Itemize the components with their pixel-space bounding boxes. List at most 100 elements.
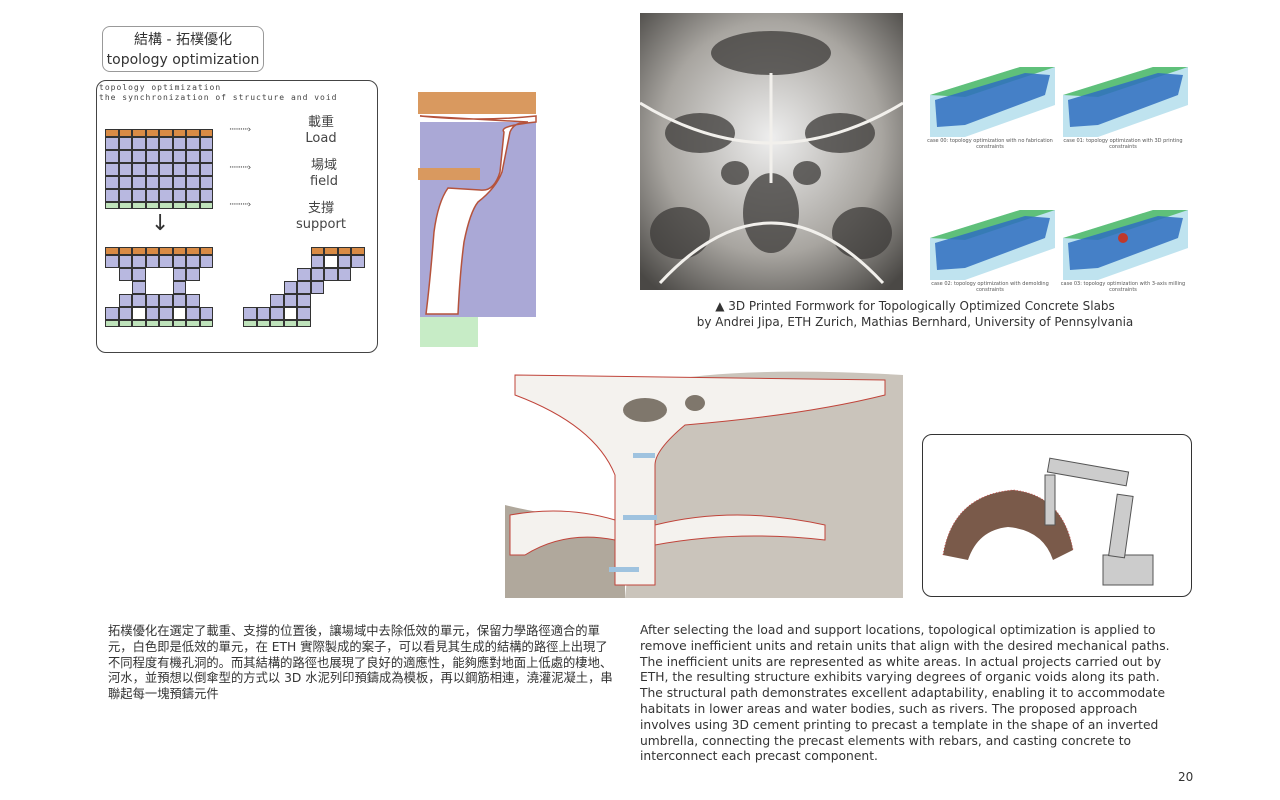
grid-cell — [186, 247, 200, 255]
grid-cell — [283, 307, 297, 320]
grid-cell — [337, 268, 351, 281]
grid-cell — [105, 137, 119, 150]
grid-cell — [270, 307, 284, 320]
grid-cell — [199, 176, 213, 189]
grid-cell — [199, 247, 213, 255]
grid-cell — [145, 137, 159, 150]
grid-cell — [118, 202, 132, 209]
grid-cell — [132, 320, 146, 327]
grid-cell — [118, 163, 132, 176]
grid-cell — [159, 176, 173, 189]
grid-cell — [186, 189, 200, 202]
robot-printing-image — [922, 434, 1192, 597]
grid-cell — [199, 137, 213, 150]
grid-cell — [310, 247, 324, 255]
grid-cell — [159, 137, 173, 150]
grid-cell — [243, 320, 257, 327]
section-title: 結構 - 拓樸優化 topology optimization — [102, 26, 264, 72]
fem-render — [1063, 67, 1188, 137]
grid-cell — [159, 150, 173, 163]
grid-cell — [132, 137, 146, 150]
grid-cell — [159, 129, 173, 137]
grid-cell — [105, 202, 119, 209]
grid-cell — [199, 129, 213, 137]
grid-cell — [172, 176, 186, 189]
grid-cell — [118, 255, 132, 268]
grid-cell — [105, 163, 119, 176]
grid-cell — [186, 163, 200, 176]
grid-cell — [132, 176, 146, 189]
grid-cell — [172, 320, 186, 327]
structure-render — [505, 355, 903, 598]
grid-cell — [105, 189, 119, 202]
grid-cell — [145, 320, 159, 327]
grid-cell — [351, 255, 365, 268]
grid-cell — [186, 268, 200, 281]
grid-cell — [132, 294, 146, 307]
grid-cell — [145, 307, 159, 320]
fem-caption-4: case 03: topology optimization with 3-ax… — [1060, 281, 1186, 293]
grid-cell — [118, 247, 132, 255]
grid-cell — [199, 163, 213, 176]
grid-cell — [105, 247, 119, 255]
grid-cell — [351, 247, 365, 255]
grid-cell — [186, 150, 200, 163]
grid-cell — [132, 255, 146, 268]
grid-cell — [145, 255, 159, 268]
grid-cell — [118, 320, 132, 327]
grid-cell — [337, 247, 351, 255]
diagram-heading-1: topology optimization — [99, 83, 222, 92]
title-zh: 結構 - 拓樸優化 — [134, 32, 232, 48]
grid-cell — [118, 176, 132, 189]
grid-cell — [172, 129, 186, 137]
grid-cell — [283, 281, 297, 294]
grid-cell — [118, 150, 132, 163]
arrow-icon: ··········› — [229, 200, 251, 210]
grid-cell — [324, 255, 338, 268]
grid-cell — [172, 150, 186, 163]
grid-cell — [310, 268, 324, 281]
fem-render — [930, 67, 1055, 137]
grid-cell — [270, 320, 284, 327]
grid-cell — [310, 281, 324, 294]
grid-cell — [118, 137, 132, 150]
grid-cell — [105, 307, 119, 320]
grid-cell — [118, 189, 132, 202]
body-text-zh: 拓樸優化在選定了載重、支撐的位置後，讓場域中去除低效的單元，保留力學路徑適合的單… — [108, 624, 613, 702]
grid-cell — [145, 294, 159, 307]
fem-render — [930, 210, 1055, 280]
arrow-icon: ··········› — [229, 125, 251, 135]
title-en: topology optimization — [106, 52, 260, 68]
grid-cell — [159, 307, 173, 320]
grid-cell — [186, 255, 200, 268]
grid-cell — [270, 294, 284, 307]
photo-caption-line2: by Andrei Jipa, ETH Zurich, Mathias Bern… — [696, 315, 1134, 329]
grid-cell — [186, 202, 200, 209]
grid-cell — [283, 294, 297, 307]
grid-cell — [199, 189, 213, 202]
grid-cell — [172, 281, 186, 294]
body-text-en: After selecting the load and support loc… — [640, 623, 1170, 764]
grid-cell — [132, 163, 146, 176]
grid-cell — [145, 247, 159, 255]
grid-cell — [186, 176, 200, 189]
grid-cell — [132, 189, 146, 202]
grid-cell — [118, 294, 132, 307]
grid-cell — [159, 163, 173, 176]
grid-cell — [145, 189, 159, 202]
grid-cell — [337, 255, 351, 268]
grid-cell — [105, 320, 119, 327]
grid-cell — [159, 255, 173, 268]
fem-render — [1063, 210, 1188, 280]
grid-cell — [172, 163, 186, 176]
grid-cell — [145, 163, 159, 176]
grid-cell — [199, 307, 213, 320]
arrow-icon: ··········› — [229, 163, 251, 173]
grid-cell — [145, 150, 159, 163]
grid-cell — [199, 255, 213, 268]
grid-cell — [159, 202, 173, 209]
topology-section-figure — [418, 92, 537, 347]
